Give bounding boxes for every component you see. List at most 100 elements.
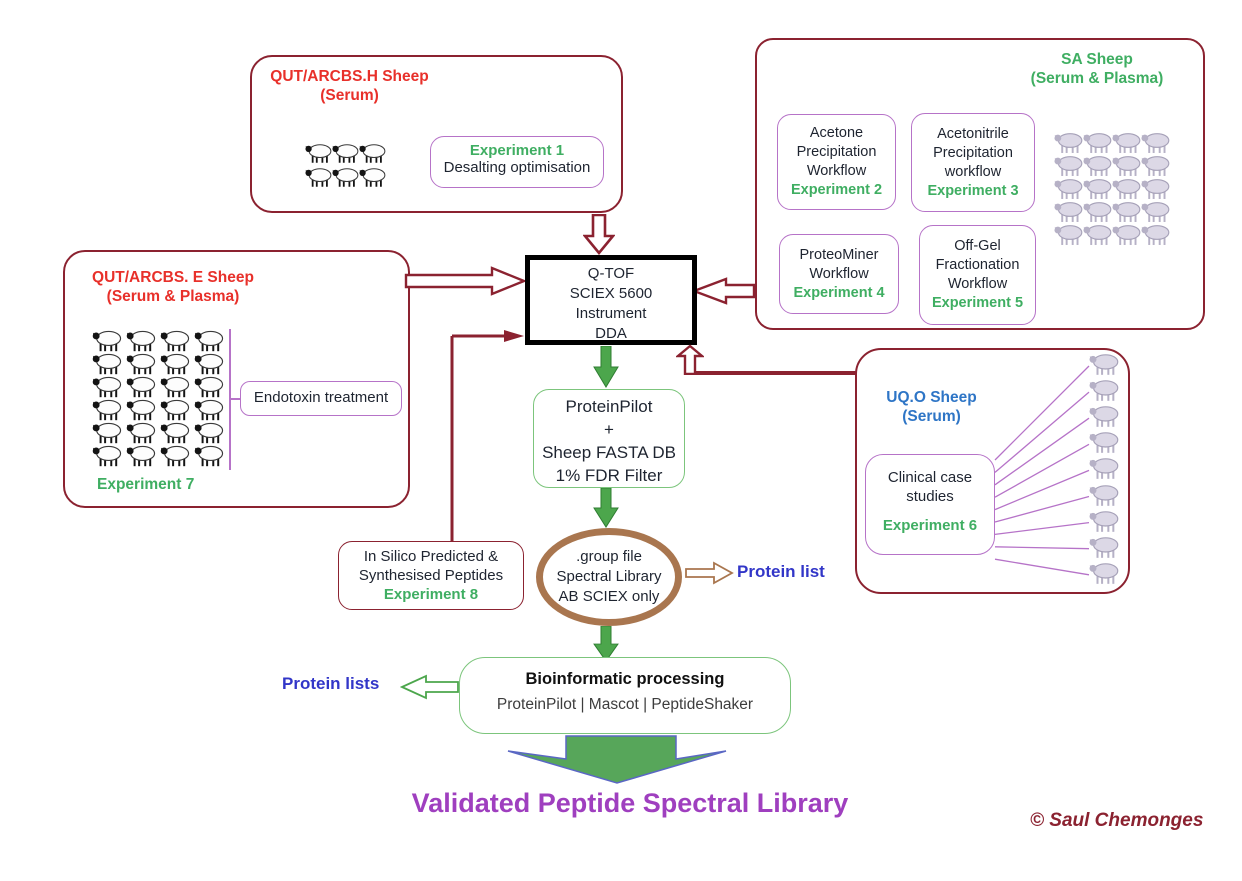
sheep-icon bbox=[160, 446, 189, 467]
sheep-icon bbox=[1141, 225, 1169, 245]
sheep-icon bbox=[1089, 563, 1118, 584]
qut-e-box: QUT/ARCBS. E Sheep (Serum & Plasma) Endo… bbox=[63, 250, 410, 508]
sheep-icon bbox=[1141, 156, 1169, 176]
experiment-1-label: Experiment 1 bbox=[469, 142, 565, 159]
sheep-icon bbox=[92, 400, 121, 421]
oval-line: Spectral Library bbox=[556, 568, 662, 585]
sheep-icon bbox=[160, 331, 189, 352]
sa-box: SA Sheep (Serum & Plasma) Acetone Precip… bbox=[755, 38, 1205, 330]
arrow-uqo-to-qtof-icon bbox=[676, 344, 704, 375]
sheep-icon bbox=[332, 144, 358, 163]
sheep-icon bbox=[1089, 459, 1118, 480]
pilot-line: Sheep FASTA DB bbox=[542, 443, 676, 462]
sheep-icon bbox=[92, 354, 121, 375]
workflow-box-acetonitrile: Acetonitrile Precipitation workflow Expe… bbox=[911, 113, 1035, 212]
sheep-icon bbox=[160, 354, 189, 375]
sheep-icon bbox=[1083, 202, 1111, 222]
sheep-icon bbox=[1089, 511, 1118, 532]
sheep-icon bbox=[1112, 156, 1140, 176]
sheep-icon bbox=[1112, 202, 1140, 222]
uqo-subtitle: (Serum) bbox=[902, 408, 961, 425]
bracket-line bbox=[229, 398, 241, 400]
workflow-line: Acetone bbox=[809, 125, 864, 141]
experiment-5-label: Experiment 5 bbox=[931, 295, 1024, 311]
sa-subtitle: (Serum & Plasma) bbox=[1030, 70, 1164, 87]
sheep-icon bbox=[1112, 225, 1140, 245]
sheep-icon bbox=[92, 446, 121, 467]
oval-line: .group file bbox=[576, 548, 642, 565]
sheep-icon bbox=[126, 354, 155, 375]
insilico-connector bbox=[450, 330, 524, 543]
qtof-line: SCIEX 5600 bbox=[569, 285, 653, 302]
arrow-qtof-to-pilot-icon bbox=[593, 346, 619, 388]
sheep-icon bbox=[194, 354, 223, 375]
sheep-icon bbox=[92, 423, 121, 444]
bioinformatic-box: Bioinformatic processing ProteinPilot | … bbox=[459, 657, 791, 734]
clinical-case-box: Clinical case studies Experiment 6 bbox=[865, 454, 995, 555]
experiment-4-label: Experiment 4 bbox=[793, 284, 885, 301]
sheep-icon bbox=[305, 144, 331, 163]
sa-title: SA Sheep bbox=[1061, 51, 1133, 68]
sheep-icon bbox=[1112, 179, 1140, 199]
workflow-line: ProteoMiner bbox=[799, 246, 879, 263]
sheep-icon bbox=[1054, 225, 1082, 245]
oval-line: AB SCIEX only bbox=[558, 588, 660, 605]
sheep-icon bbox=[1083, 156, 1111, 176]
experiment-2-label: Experiment 2 bbox=[790, 182, 883, 198]
workflow-line: Off-Gel bbox=[954, 238, 1001, 254]
sheep-icon bbox=[194, 377, 223, 398]
experiment-1-box: Experiment 1 Desalting optimisation bbox=[430, 136, 604, 188]
workflow-line: Precipitation bbox=[933, 144, 1013, 161]
qut-h-box: QUT/ARCBS.H Sheep (Serum) Experiment 1 D… bbox=[250, 55, 623, 213]
sheep-icon bbox=[1089, 485, 1118, 506]
sheep-icon bbox=[1141, 202, 1169, 222]
workflow-line: Precipitation bbox=[796, 144, 877, 160]
sheep-icon bbox=[1089, 537, 1118, 558]
sheep-icon bbox=[92, 331, 121, 352]
sheep-icon bbox=[194, 331, 223, 352]
workflow-box-acetone: Acetone Precipitation Workflow Experimen… bbox=[777, 114, 896, 210]
pilot-line: 1% FDR Filter bbox=[555, 466, 663, 485]
bioinformatic-title: Bioinformatic processing bbox=[525, 670, 725, 688]
final-title: Validated Peptide Spectral Library bbox=[411, 788, 849, 818]
arrow-pilot-to-oval-icon bbox=[593, 488, 619, 528]
experiment-3-label: Experiment 3 bbox=[927, 182, 1019, 199]
credit-text: © Saul Chemonges bbox=[1030, 810, 1204, 831]
sheep-icon bbox=[1083, 225, 1111, 245]
endotoxin-box: Endotoxin treatment bbox=[240, 381, 402, 416]
big-down-arrow-icon bbox=[507, 735, 727, 784]
workflow-line: Fractionation bbox=[935, 257, 1020, 273]
sheep-grid bbox=[1054, 131, 1170, 246]
in-silico-box: In Silico Predicted & Synthesised Peptid… bbox=[338, 541, 524, 610]
workflow-line: Workflow bbox=[806, 163, 867, 179]
arrow-oval-to-proteinlist-icon bbox=[685, 561, 734, 585]
bioinformatic-subtitle: ProteinPilot | Mascot | PeptideShaker bbox=[496, 696, 754, 713]
sheep-icon bbox=[1054, 133, 1082, 153]
sheep-icon bbox=[1083, 133, 1111, 153]
qtof-box: Q-TOF SCIEX 5600 Instrument DDA bbox=[525, 255, 697, 345]
sheep-icon bbox=[194, 423, 223, 444]
sheep-icon bbox=[1112, 133, 1140, 153]
spectral-library-oval: .group file Spectral Library AB SCIEX on… bbox=[536, 528, 682, 626]
sheep-icon bbox=[1089, 407, 1118, 428]
sheep-grid bbox=[90, 329, 226, 467]
fan-lines bbox=[994, 365, 1090, 576]
qut-h-title: QUT/ARCBS.H Sheep bbox=[270, 68, 429, 85]
uqo-title: UQ.O Sheep bbox=[886, 389, 977, 406]
sheep-icon bbox=[359, 144, 385, 163]
workflow-line: Workflow bbox=[947, 276, 1008, 292]
experiment-7-label: Experiment 7 bbox=[97, 476, 195, 493]
sheep-icon bbox=[1089, 380, 1118, 401]
workflow-line: Acetonitrile bbox=[937, 125, 1009, 142]
sheep-icon bbox=[126, 400, 155, 421]
protein-lists-label: Protein lists bbox=[282, 674, 380, 693]
sheep-icon bbox=[332, 168, 358, 187]
sheep-icon bbox=[92, 377, 121, 398]
pilot-line: ProteinPilot bbox=[565, 397, 653, 416]
workflow-line: Workflow bbox=[809, 265, 869, 282]
uqo-box: UQ.O Sheep (Serum) Clinical case studies… bbox=[855, 348, 1130, 594]
clinical-line: Clinical case bbox=[887, 469, 973, 486]
sheep-icon bbox=[194, 400, 223, 421]
arrow-oval-to-bioinfo-icon bbox=[593, 626, 619, 662]
arrow-e-to-qtof-icon bbox=[404, 266, 526, 296]
